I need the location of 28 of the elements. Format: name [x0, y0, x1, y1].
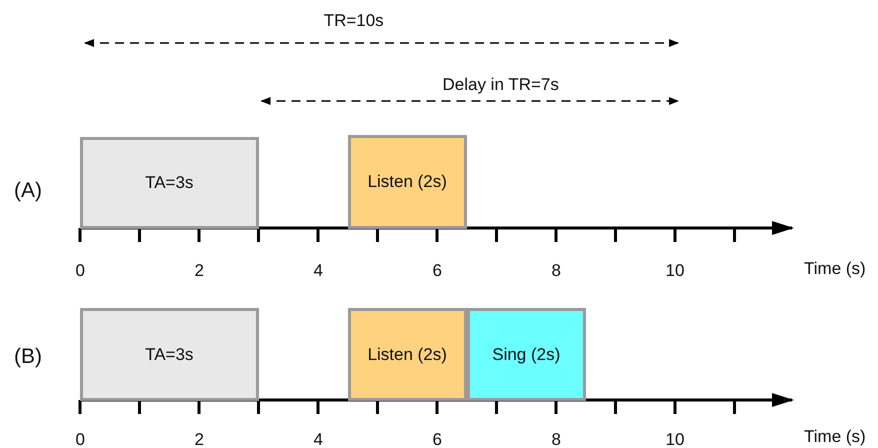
tick-label: 2 — [194, 431, 204, 448]
block-label: Listen (2s) — [368, 344, 447, 364]
row-label: (A) — [14, 180, 42, 201]
time-block — [348, 308, 467, 401]
block-label: TA=3s — [145, 344, 194, 364]
row-label: (B) — [14, 346, 42, 367]
tick-label: 2 — [194, 262, 204, 279]
block-label: Sing (2s) — [492, 344, 560, 364]
tick-label: 8 — [552, 431, 561, 448]
tick-label: 4 — [314, 262, 323, 279]
tick-label: 0 — [76, 431, 85, 448]
block-label: Listen (2s) — [368, 172, 447, 192]
tick-label: 10 — [666, 431, 684, 448]
axis-title: Time (s) — [804, 260, 866, 277]
tick-label: 6 — [432, 431, 442, 448]
block-label: TA=3s — [145, 173, 194, 193]
time-block — [80, 308, 258, 401]
time-block — [80, 137, 258, 229]
axis-title: Time (s) — [804, 428, 866, 445]
time-block — [466, 308, 586, 401]
tick-label: 4 — [314, 431, 323, 448]
tick-label: 8 — [552, 262, 561, 279]
tick-label: 6 — [432, 262, 442, 279]
tick-label: 0 — [76, 262, 85, 279]
tick-label: 10 — [666, 262, 684, 279]
dimension-label: TR=10s — [324, 12, 384, 29]
time-block — [348, 135, 467, 229]
dimension-label: Delay in TR=7s — [442, 76, 559, 93]
